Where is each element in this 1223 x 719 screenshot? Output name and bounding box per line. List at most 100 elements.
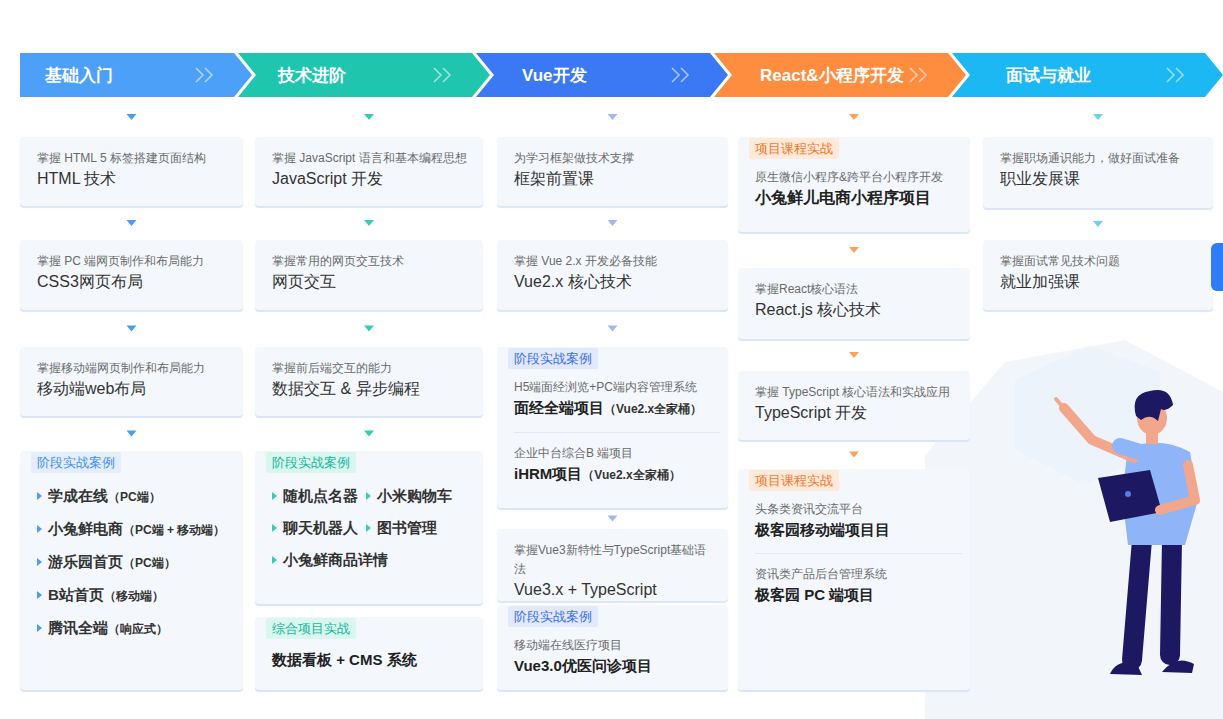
project-item: 小兔鲜电商 bbox=[48, 520, 123, 537]
project-item: 小米购物车 bbox=[377, 487, 452, 504]
card-subtitle: 原生微信小程序&跨平台小程序开发 bbox=[755, 170, 943, 184]
card-subtitle: 掌握Vue3新特性与TypeScript基础语法 bbox=[514, 543, 706, 576]
card-row: React.js 核心技术 bbox=[755, 299, 958, 321]
card-row: 综合项目实战 bbox=[272, 618, 475, 639]
card-row: 极客园移动端项目目 bbox=[755, 519, 962, 541]
bullet-mark bbox=[272, 524, 277, 532]
project-note: （PC端 + 移动端） bbox=[123, 523, 225, 537]
project-item: 随机点名器 bbox=[283, 487, 358, 504]
figure-shoe bbox=[1110, 662, 1142, 675]
card-title: React.js 核心技术 bbox=[755, 301, 881, 318]
card-row: 掌握移动端网页制作和布局能力 bbox=[37, 358, 231, 377]
card-subtitle: 企业中台综合B 端项目 bbox=[514, 446, 633, 460]
stage-header: React&小程序开发 bbox=[714, 53, 966, 97]
flow-arrow bbox=[849, 352, 859, 358]
card-row: 腾讯全端（响应式） bbox=[37, 612, 235, 645]
chevron-mark bbox=[205, 68, 212, 82]
side-widget bbox=[1211, 243, 1223, 291]
card-row: 头条类资讯交流平台 bbox=[755, 499, 962, 518]
bullet-mark bbox=[37, 492, 42, 500]
figure-hair bbox=[1135, 390, 1173, 421]
project-title: 小兔鲜儿电商小程序项目 bbox=[755, 189, 931, 206]
figure-arm bbox=[1160, 465, 1195, 510]
card-row: iHRM项目（Vue2.x全家桶） bbox=[514, 463, 720, 486]
chevron-mark bbox=[1167, 68, 1174, 82]
card-row: 移动端在线医疗项目 bbox=[514, 635, 720, 654]
card-subtitle: 掌握 PC 端网页制作和布局能力 bbox=[37, 254, 204, 268]
bullet-mark bbox=[366, 524, 371, 532]
bullet-mark bbox=[272, 556, 277, 564]
course-card: 掌握 JavaScript 语言和基本编程思想 JavaScript 开发 bbox=[255, 137, 483, 206]
course-card: 阶段实战案例H5端面经浏览+PC端内容管理系统面经全端项目（Vue2.x全家桶）… bbox=[497, 347, 728, 508]
project-item: B站首页 bbox=[48, 586, 104, 603]
card-row: TypeScript 开发 bbox=[755, 402, 958, 424]
card-row: 职业发展课 bbox=[1000, 168, 1201, 190]
card-row: 阶段实战案例 bbox=[514, 348, 720, 369]
arrow-head bbox=[608, 516, 618, 522]
figure-shoe bbox=[1162, 660, 1194, 673]
card-title: 移动端web布局 bbox=[37, 380, 146, 397]
stage-title: 基础入门 bbox=[45, 64, 113, 87]
chevron-shape bbox=[238, 53, 490, 97]
chevron-mark bbox=[910, 68, 917, 82]
flow-arrow bbox=[849, 247, 859, 253]
card-subtitle: 头条类资讯交流平台 bbox=[755, 502, 863, 516]
project-item: 腾讯全端 bbox=[48, 619, 108, 636]
course-card: 为学习框架做技术支撑框架前置课 bbox=[497, 137, 728, 206]
card-row: 掌握职场通识能力，做好面试准备 bbox=[1000, 148, 1201, 167]
course-card: 阶段实战案例随机点名器小米购物车聊天机器人图书管理小兔鲜商品详情 bbox=[255, 451, 483, 604]
arrow-head bbox=[849, 114, 859, 120]
card-subtitle: 掌握 Vue 2.x 开发必备技能 bbox=[514, 254, 657, 268]
figure-tablet bbox=[1098, 470, 1162, 522]
card-subtitle: 掌握 TypeScript 核心语法和实战应用 bbox=[755, 385, 950, 399]
course-card: 掌握面试常见技术问题就业加强课 bbox=[983, 240, 1213, 310]
stage-header: 基础入门 bbox=[20, 53, 252, 97]
card-title: HTML 技术 bbox=[37, 170, 116, 187]
card-row: H5端面经浏览+PC端内容管理系统 bbox=[514, 377, 720, 396]
flow-arrow bbox=[849, 114, 859, 120]
stage-title: 技术进阶 bbox=[278, 64, 346, 87]
arrow-head bbox=[127, 220, 137, 226]
project-title: 极客园移动端项目目 bbox=[755, 521, 890, 538]
card-subtitle: 为学习框架做技术支撑 bbox=[514, 151, 634, 165]
arrow-head bbox=[364, 431, 374, 437]
flow-arrow bbox=[364, 114, 374, 120]
course-card: 掌握职场通识能力，做好面试准备职业发展课 bbox=[983, 137, 1213, 208]
card-title: JavaScript 开发 bbox=[272, 170, 383, 187]
card-subtitle: 掌握React核心语法 bbox=[755, 282, 858, 296]
card-row: 掌握 HTML 5 标签搭建页面结构 bbox=[37, 148, 231, 167]
card-row: 小兔鲜电商（PC端 + 移动端） bbox=[37, 513, 235, 546]
project-item: 图书管理 bbox=[377, 519, 437, 536]
arrow-head bbox=[608, 114, 618, 120]
course-card: 掌握前后端交互的能力数据交互 & 异步编程 bbox=[255, 347, 483, 416]
arrow-head bbox=[127, 114, 137, 120]
course-card: 掌握 TypeScript 核心语法和实战应用 TypeScript 开发 bbox=[738, 371, 970, 440]
card-subtitle: 掌握前后端交互的能力 bbox=[272, 361, 392, 375]
card-subtitle: 掌握常用的网页交互技术 bbox=[272, 254, 404, 268]
arrow-head bbox=[849, 352, 859, 358]
course-card: 掌握React核心语法 React.js 核心技术 bbox=[738, 268, 970, 339]
project-title: 数据看板 + CMS 系统 bbox=[272, 651, 417, 668]
course-card: 掌握 HTML 5 标签搭建页面结构 HTML 技术 bbox=[20, 137, 243, 206]
card-divider bbox=[514, 432, 720, 433]
card-row: 掌握常用的网页交互技术 bbox=[272, 251, 471, 270]
stage-badge: 项目课程实战 bbox=[749, 138, 839, 159]
card-title: CSS3网页布局 bbox=[37, 273, 143, 290]
flow-arrow bbox=[608, 326, 618, 332]
card-row: 游乐园首页（PC端） bbox=[37, 546, 235, 579]
chevron-mark bbox=[681, 68, 688, 82]
chevron-mark bbox=[672, 68, 679, 82]
figure-sleeve bbox=[1120, 446, 1140, 452]
chevron-shape bbox=[476, 53, 728, 97]
card-title: 就业加强课 bbox=[1000, 273, 1080, 290]
project-note: （响应式） bbox=[108, 622, 168, 636]
course-card: 掌握Vue3新特性与TypeScript基础语法Vue3.x + TypeScr… bbox=[497, 529, 728, 601]
course-card: 掌握移动端网页制作和布局能力移动端web布局 bbox=[20, 347, 243, 416]
project-item: 游乐园首页 bbox=[48, 553, 123, 570]
chevron-fill bbox=[952, 53, 1223, 97]
card-row: 掌握 JavaScript 语言和基本编程思想 bbox=[272, 148, 471, 167]
card-subtitle: 掌握 HTML 5 标签搭建页面结构 bbox=[37, 151, 206, 165]
project-title: Vue3.0优医问诊项目 bbox=[514, 657, 652, 674]
card-row: HTML 技术 bbox=[37, 168, 231, 190]
